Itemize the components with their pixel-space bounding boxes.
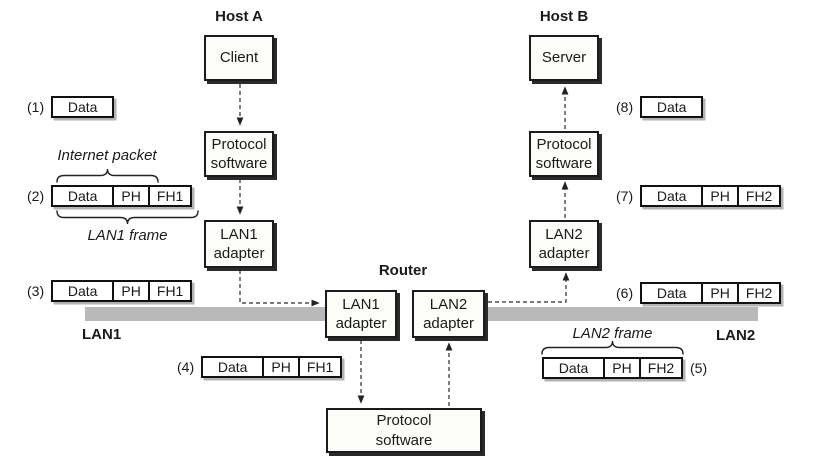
lan1-bus-bar <box>85 307 333 321</box>
frame-cells: Data <box>51 96 115 118</box>
frame-cell-data: Data <box>51 96 115 118</box>
router-lan2-adapter-box: LAN2 adapter <box>412 290 485 338</box>
frame-step-1: (1) Data <box>27 96 115 118</box>
frame-step-number: (1) <box>27 99 45 115</box>
lan1-frame-label: LAN1 frame <box>87 227 168 244</box>
frame-cell-data: Data <box>640 185 704 207</box>
frame-step-7: (7) Data PH FH2 <box>616 185 782 207</box>
lan2-label: LAN2 <box>716 327 756 344</box>
router-lan1-adapter-box: LAN1 adapter <box>325 290 397 338</box>
frame-cell-fh1: FH1 <box>148 185 193 207</box>
frame-cell-ph: PH <box>262 356 301 378</box>
frame-step-2: (2) Data PH FH1 <box>27 185 193 207</box>
frame-step-5: Data PH FH2 (5) <box>542 357 707 379</box>
frame-cell-fh2: FH2 <box>639 357 683 379</box>
frame-cell-fh1: FH1 <box>298 356 343 378</box>
frame-step-number: (2) <box>27 188 45 204</box>
frame-cells: Data PH FH1 <box>51 185 193 207</box>
frame-step-number: (3) <box>27 283 45 299</box>
arrow-router-to-hostb-adapter <box>488 272 570 303</box>
server-box: Server <box>529 35 599 81</box>
frame-cells: Data <box>640 96 704 118</box>
lan1-label: LAN1 <box>82 326 122 343</box>
arrow-hosta-adapter-to-router <box>239 270 320 307</box>
frame-step-number: (4) <box>177 359 195 375</box>
frame-cells: Data PH FH2 <box>640 185 782 207</box>
host-b-label: Host B <box>539 8 589 25</box>
frame-step-8: (8) Data <box>616 96 704 118</box>
frame-cell-fh2: FH2 <box>737 185 782 207</box>
lan2-frame-label: LAN2 frame <box>572 325 653 342</box>
frame-step-6: (6) Data PH FH2 <box>616 282 782 304</box>
host-b-lan2-adapter-box: LAN2 adapter <box>529 220 599 268</box>
frame-cell-data: Data <box>542 357 605 379</box>
frame-step-number: (6) <box>616 285 634 301</box>
frame-cell-ph: PH <box>112 280 151 302</box>
client-box: Client <box>204 35 274 81</box>
frame-cell-fh2: FH2 <box>737 282 782 304</box>
host-b-protocol-box: Protocol software <box>529 131 599 177</box>
internet-packet-brace <box>56 168 159 183</box>
lan2-frame-brace <box>541 340 684 355</box>
router-protocol-box: Protocol software <box>326 408 482 453</box>
frame-cell-data: Data <box>201 356 265 378</box>
frame-step-number: (5) <box>690 360 708 376</box>
frame-step-number: (8) <box>616 99 634 115</box>
frame-cells: Data PH FH2 <box>542 357 683 379</box>
frame-step-3: (3) Data PH FH1 <box>27 280 193 302</box>
frame-cell-ph: PH <box>603 357 641 379</box>
frame-cell-ph: PH <box>112 185 151 207</box>
frame-cells: Data PH FH2 <box>640 282 782 304</box>
host-a-protocol-box: Protocol software <box>204 131 274 177</box>
frame-cell-data: Data <box>51 280 115 302</box>
frame-cells: Data PH FH1 <box>51 280 193 302</box>
internet-packet-label: Internet packet <box>57 147 157 164</box>
frame-step-number: (7) <box>616 188 634 204</box>
host-a-lan1-adapter-box: LAN1 adapter <box>204 220 274 268</box>
frame-cell-ph: PH <box>701 185 740 207</box>
frame-cell-data: Data <box>640 96 704 118</box>
host-a-label: Host A <box>215 8 263 25</box>
lan1-frame-brace <box>56 210 199 225</box>
frame-cell-data: Data <box>51 185 115 207</box>
frame-cell-data: Data <box>640 282 704 304</box>
frame-step-4: (4) Data PH FH1 <box>177 356 343 378</box>
router-label: Router <box>378 262 428 279</box>
lan2-bus-bar <box>470 307 758 321</box>
frame-cells: Data PH FH1 <box>201 356 343 378</box>
frame-cell-ph: PH <box>701 282 740 304</box>
frame-cell-fh1: FH1 <box>148 280 193 302</box>
